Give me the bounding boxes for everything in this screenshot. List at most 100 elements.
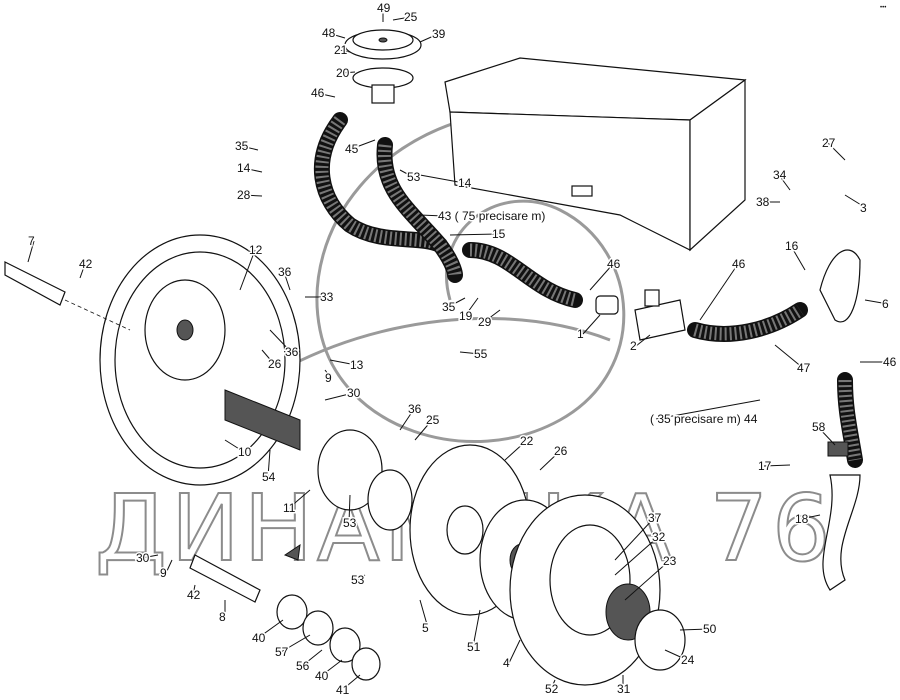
callout-label: 18 [795, 512, 809, 526]
leader-line [582, 314, 601, 335]
leader-line [624, 560, 670, 601]
callout-label: 41 [336, 683, 350, 697]
leader-line [655, 399, 761, 420]
callout-label: 26 [268, 357, 282, 371]
callout-label: 37 [648, 511, 662, 525]
callout-label: 11 [283, 501, 296, 515]
leader-line [224, 439, 245, 453]
leader-line [419, 174, 465, 184]
hoses [313, 112, 863, 468]
callout-label: 15 [492, 227, 506, 241]
callout-label: 3 [860, 201, 867, 215]
callout-label: 35 [235, 139, 249, 153]
leader-line [341, 71, 356, 74]
leader-line [192, 584, 196, 596]
callout-label: 43 ( 75 precisare m) [438, 209, 545, 223]
callout-label: 21 [334, 43, 348, 57]
callout-label: 20 [336, 66, 350, 80]
leader-line [320, 659, 343, 677]
leader-line [348, 494, 351, 524]
callout-label: 23 [663, 554, 677, 568]
callout-label: 56 [296, 659, 310, 673]
leader-line [242, 167, 263, 173]
callout-label: 30 [347, 386, 361, 400]
callout-label: 42 [79, 257, 93, 271]
leader-line [267, 449, 271, 478]
leader-line [141, 554, 159, 559]
leader-line [504, 440, 527, 461]
callout-label: 25 [404, 10, 418, 24]
leader-line [449, 233, 499, 236]
callout-label: 45 [345, 142, 359, 156]
callout-label: 10 [238, 445, 252, 459]
corner-mark: ••• [880, 5, 886, 11]
callout-label: 27 [822, 136, 836, 150]
leader-line [589, 263, 614, 291]
callout-label: 25 [426, 413, 440, 427]
callout-label: 35 [442, 300, 456, 314]
callout-label: 58 [812, 420, 826, 434]
callout-label: 50 [703, 622, 717, 636]
callout-label: 40 [252, 631, 266, 645]
leader-line [301, 649, 323, 667]
leader-line [27, 240, 35, 263]
leader-line [419, 214, 445, 217]
leader-line [483, 309, 501, 323]
callout-label: 24 [681, 653, 695, 667]
callout-label: 36 [408, 402, 422, 416]
callout-label: 19 [459, 309, 473, 323]
leader-line [414, 419, 433, 441]
leader-line [508, 639, 521, 664]
fan-assembly [99, 234, 686, 686]
callout-label: 22 [520, 434, 534, 448]
leader-line [827, 142, 846, 161]
leader-line [283, 271, 291, 291]
callout-label: 29 [478, 315, 492, 329]
leader-line [324, 392, 354, 401]
callout-label: 7 [28, 234, 35, 248]
leader-line [329, 359, 357, 366]
leader-line [399, 169, 414, 178]
callout-label: 5 [422, 621, 429, 635]
shafts [4, 261, 381, 681]
leader-line [240, 145, 259, 151]
leader-lines [27, 8, 889, 691]
callout-label: 53 [407, 170, 421, 184]
callout-label: 51 [467, 640, 481, 654]
callout-label: 55 [474, 347, 488, 361]
callout-label: 13 [350, 358, 364, 372]
callout-label: 53 [351, 573, 365, 587]
callout-label: 2 [630, 339, 637, 353]
callout-label: 31 [617, 682, 631, 696]
callout-label: 26 [554, 444, 568, 458]
callout-label: 53 [343, 516, 357, 530]
callout-label: 52 [545, 682, 559, 696]
leader-line [257, 619, 284, 639]
leader-line [699, 263, 739, 321]
leader-line [288, 489, 311, 509]
leader-line [864, 299, 889, 305]
leader-line [269, 329, 292, 353]
leader-line [341, 674, 361, 691]
leader-line [679, 628, 710, 631]
callout-label: 14 [458, 176, 472, 190]
callout-label: 46 [732, 257, 746, 271]
leader-line [459, 351, 481, 355]
leader-line [350, 139, 376, 150]
callout-label: 16 [785, 239, 799, 253]
tee-fittings [595, 249, 861, 591]
callout-label: 6 [882, 297, 889, 311]
leader-line [261, 349, 275, 365]
leader-line [419, 599, 429, 629]
callout-label: 1 [577, 327, 584, 341]
leader-line [339, 49, 351, 53]
leader-line [392, 16, 411, 21]
hopper-box [444, 57, 747, 252]
callout-label: ( 35 precisare m) 44 [650, 412, 758, 426]
callout-label: 54 [262, 470, 276, 484]
leader-line [635, 334, 651, 347]
leader-line [447, 297, 466, 308]
leader-line [763, 464, 791, 467]
